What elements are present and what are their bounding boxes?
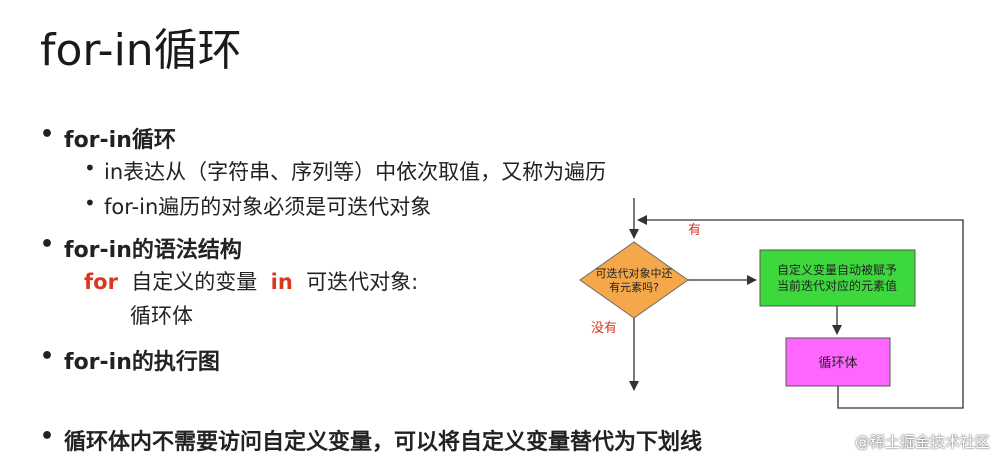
bullet-execution-diagram: • for-in的执行图 xyxy=(40,344,220,376)
decision-text-line-1: 可迭代对象中还 xyxy=(596,266,673,280)
assign-text-line-1: 自定义变量自动被赋予 xyxy=(777,262,897,277)
loop-body-box xyxy=(785,337,891,387)
syntax-variable: 自定义的变量 xyxy=(131,270,258,294)
assign-text-line-2: 当前迭代对应的元素值 xyxy=(777,278,897,293)
loop-body-text: 循环体 xyxy=(818,356,857,371)
bullet-syntax-structure: • for-in的语法结构 xyxy=(40,232,242,264)
sub-bullet-text: in表达从（字符串、序列等）中依次取值，又称为遍历 xyxy=(104,160,607,184)
keyword-in: in xyxy=(270,270,293,294)
sub-bullet-iterable: • for-in遍历的对象必须是可迭代对象 xyxy=(84,191,432,221)
no-label: 没有 xyxy=(591,321,617,336)
bullet-text: 循环体内不需要访问自定义变量，可以将自定义变量替代为下划线 xyxy=(64,430,703,455)
loop-back-arrow xyxy=(637,215,964,409)
keyword-for: for xyxy=(84,270,118,294)
sub-bullet-in-expression: • in表达从（字符串、序列等）中依次取值，又称为遍历 xyxy=(84,156,607,186)
syntax-line: for 自定义的变量 in 可迭代对象: xyxy=(84,266,418,296)
yes-label: 有 xyxy=(688,223,701,238)
syntax-loop-body: 循环体 xyxy=(130,304,193,328)
assign-box xyxy=(759,249,916,307)
bullet-underscore-tip: • 循环体内不需要访问自定义变量，可以将自定义变量替代为下划线 xyxy=(40,424,703,456)
bullet-dot-icon: • xyxy=(40,122,55,147)
bullet-text: for-in循环 xyxy=(64,128,176,153)
decision-text-line-2: 有元素吗? xyxy=(609,280,659,294)
bullet-dot-icon: • xyxy=(40,424,55,449)
decision-diamond xyxy=(579,241,689,319)
bullet-dot-icon: • xyxy=(40,344,55,369)
bullet-text: for-in的执行图 xyxy=(64,350,220,375)
for-in-flowchart: 可迭代对象中还 有元素吗? 自定义变量自动被赋予 当前迭代对应的元素值 循环体 … xyxy=(579,198,964,409)
bullet-dot-icon: • xyxy=(40,232,55,257)
sub-bullet-text: for-in遍历的对象必须是可迭代对象 xyxy=(104,195,432,219)
watermark: @稀土掘金技术社区 xyxy=(854,433,990,451)
bullet-dot-icon: • xyxy=(84,156,96,180)
page-title: for-in循环 xyxy=(40,25,242,76)
bullet-dot-icon: • xyxy=(84,191,96,215)
bullet-text: for-in的语法结构 xyxy=(64,238,242,263)
bullet-for-in-loop: • for-in循环 xyxy=(40,122,176,154)
syntax-iterable: 可迭代对象: xyxy=(306,270,419,294)
